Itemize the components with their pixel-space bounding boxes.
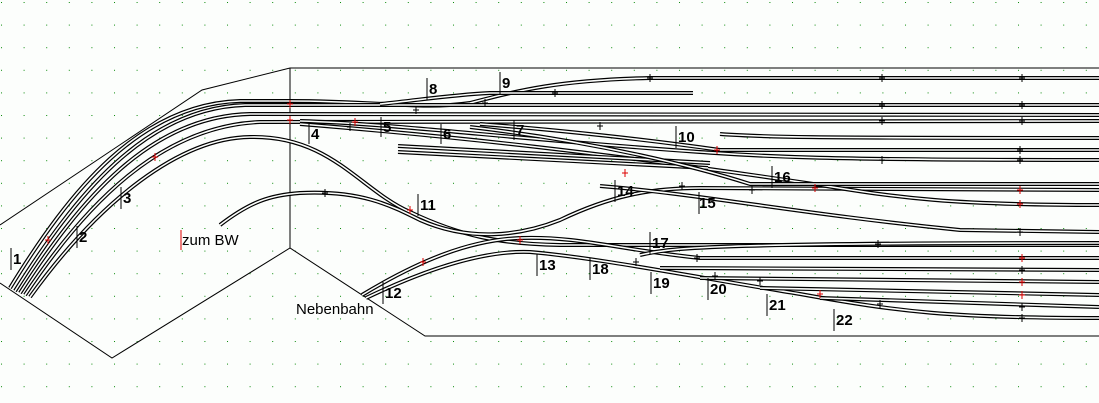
- turnout-marker: [482, 99, 488, 107]
- track-15-inner: [469, 126, 1099, 185]
- turnout-marker: [879, 101, 885, 109]
- track-4-inner: [24, 120, 1099, 296]
- turnout-marker: [1017, 146, 1023, 154]
- track-8-inner: [365, 251, 1099, 319]
- turnout-marker: [1019, 254, 1025, 262]
- turnout-marker: [714, 146, 720, 154]
- turnout-label-22: 22: [836, 312, 853, 329]
- track-20-inner: [759, 287, 1099, 296]
- track-11-inner: [299, 123, 1099, 206]
- track-6-inner: [219, 187, 1099, 236]
- turnout-marker: [812, 184, 818, 192]
- turnout-label-16: 16: [774, 169, 791, 186]
- turnout-marker: [1019, 303, 1025, 311]
- turnout-label-3: 3: [123, 190, 131, 207]
- turnout-marker: [413, 106, 419, 114]
- track-5-inner: [29, 136, 1099, 298]
- turnout-label-18: 18: [592, 261, 609, 278]
- track-2-inner: [14, 104, 1099, 292]
- turnout-label-14: 14: [617, 183, 634, 200]
- turnout-marker: [322, 189, 328, 197]
- turnout-marker: [1019, 117, 1025, 125]
- track-17-inner: [639, 242, 1099, 256]
- turnout-marker: [622, 169, 628, 177]
- turnout-marker: [1017, 228, 1023, 236]
- turnout-label-15: 15: [699, 195, 716, 212]
- track-3-inner: [19, 113, 1099, 294]
- turnout-marker: [712, 272, 718, 280]
- turnout-marker: [1017, 200, 1023, 208]
- turnout-label-11: 11: [420, 197, 436, 214]
- turnout-marker: [817, 290, 823, 298]
- turnout-marker: [1019, 74, 1025, 82]
- turnout-label-20: 20: [710, 281, 727, 298]
- turnout-marker: [879, 74, 885, 82]
- turnout-marker: [1017, 186, 1023, 194]
- turnout-label-2: 2: [79, 229, 87, 246]
- turnout-marker: [694, 254, 700, 262]
- turnout-label-6: 6: [443, 126, 451, 143]
- track-16-inner: [599, 185, 1099, 233]
- turnout-marker: [45, 236, 51, 244]
- turnout-marker: [1019, 314, 1025, 322]
- turnout-marker: [347, 123, 353, 131]
- turnout-label-1: 1: [13, 251, 21, 268]
- turnout-label-13: 13: [539, 257, 556, 274]
- track-1-inner: [9, 77, 1099, 289]
- turnout-label-9: 9: [502, 75, 510, 92]
- tracks: [8, 76, 1099, 320]
- track-21-inner: [819, 297, 1099, 308]
- turnout-labels: 1 2 3 4 5 6 7 8 9 10 11 12 13 14 15 16 1…: [10, 72, 853, 331]
- turnout-marker: [552, 89, 558, 97]
- track-19-inner: [699, 277, 1099, 283]
- turnout-marker: [875, 240, 881, 248]
- turnout-label-4: 4: [311, 126, 320, 143]
- turnout-label-17: 17: [652, 235, 669, 252]
- turnout-label-10: 10: [678, 129, 695, 146]
- track-10-inner: [299, 120, 1099, 161]
- track-9-inner: [379, 92, 693, 105]
- turnout-label-19: 19: [653, 275, 670, 292]
- turnout-marker: [877, 300, 883, 308]
- track-22-inner: [719, 133, 1099, 139]
- turnout-marker: [879, 117, 885, 125]
- turnout-marker: [420, 258, 426, 266]
- turnout-marker: [1019, 291, 1025, 299]
- turnout-marker: [633, 258, 639, 266]
- track-14-inner: [479, 123, 1099, 151]
- turnout-marker: [352, 118, 358, 126]
- turnout-marker: [757, 277, 763, 285]
- track-13-inner: [397, 151, 709, 169]
- turnout-label-5: 5: [383, 119, 391, 136]
- turnout-marker: [1019, 266, 1025, 274]
- turnout-marker: [1019, 278, 1025, 286]
- turnout-label-21: 21: [769, 297, 786, 314]
- turnout-marker: [749, 186, 755, 194]
- turnout-marker: [597, 122, 603, 130]
- turnout-marker: [517, 236, 523, 244]
- turnout-label-12: 12: [385, 285, 402, 302]
- turnout-label-7: 7: [516, 122, 524, 139]
- label-nebenbahn: Nebenbahn: [296, 301, 374, 318]
- turnout-marker: [287, 100, 293, 108]
- turnout-markers: [45, 74, 1025, 322]
- turnout-marker: [287, 116, 293, 124]
- label-zum-bw: zum BW: [182, 232, 240, 249]
- turnout-marker: [152, 153, 158, 161]
- turnout-marker: [679, 182, 685, 190]
- turnout-marker: [407, 206, 413, 214]
- turnout-label-8: 8: [429, 81, 437, 98]
- turnout-marker: [1017, 156, 1023, 164]
- track-18-inner: [659, 267, 1099, 271]
- baseboard-outline-top: [0, 67, 1099, 226]
- turnout-marker: [1019, 101, 1025, 109]
- turnout-marker: [879, 156, 885, 164]
- turnout-marker: [647, 74, 653, 82]
